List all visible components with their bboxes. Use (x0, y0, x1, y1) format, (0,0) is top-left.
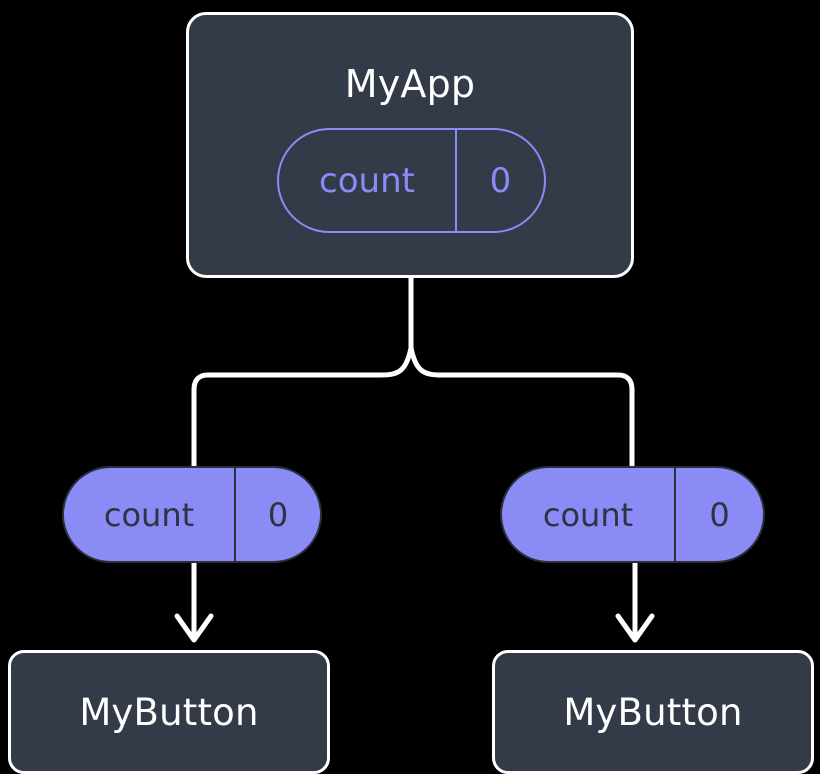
state-pill-key: count (319, 160, 415, 201)
state-pill-myapp-count[interactable]: count 0 (277, 128, 546, 233)
state-pill-value: 0 (455, 130, 544, 231)
component-node-mybutton-left[interactable]: MyButton (8, 650, 330, 774)
component-title-myapp: MyApp (344, 62, 476, 106)
prop-pill-key: count (542, 495, 634, 534)
component-title-mybutton-right: MyButton (563, 690, 743, 734)
edge-myapp-to-right-pill (408, 345, 635, 471)
component-title-mybutton-left: MyButton (79, 690, 259, 734)
prop-pill-value: 0 (234, 468, 320, 561)
arrowhead-right (615, 613, 655, 643)
component-node-mybutton-right[interactable]: MyButton (492, 650, 814, 774)
edge-myapp-to-left-pill (191, 345, 414, 471)
prop-pill-key: count (103, 495, 195, 534)
prop-pill-right-count[interactable]: count 0 (500, 466, 765, 563)
arrowhead-left (174, 613, 214, 643)
prop-pill-value: 0 (674, 468, 763, 561)
prop-pill-left-count[interactable]: count 0 (62, 466, 322, 563)
